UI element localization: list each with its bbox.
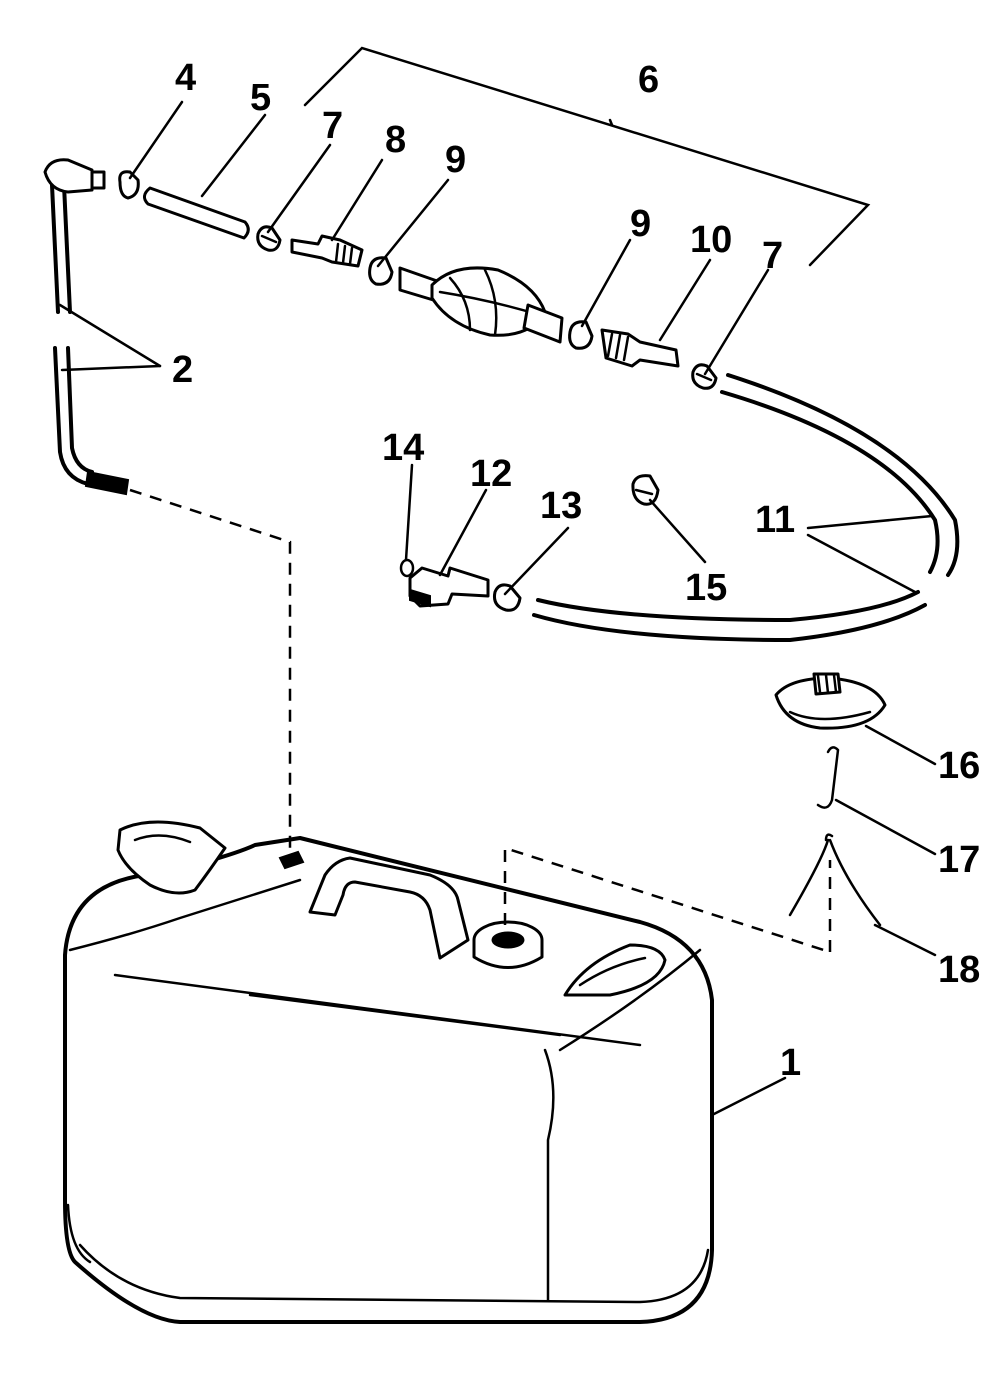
leader-lines bbox=[58, 100, 937, 1117]
callout-14: 14 bbox=[382, 427, 424, 469]
part-5-hose bbox=[143, 186, 250, 240]
callout-9-right: 9 bbox=[630, 203, 651, 245]
callout-1: 1 bbox=[780, 1042, 801, 1084]
part-9-clamp-left bbox=[368, 256, 394, 286]
part-12-connector bbox=[408, 566, 490, 608]
callout-7-left: 7 bbox=[322, 105, 343, 147]
callout-7-right: 7 bbox=[762, 235, 783, 277]
part-1-fuel-tank bbox=[63, 820, 714, 1324]
callout-16: 16 bbox=[938, 745, 980, 787]
callout-9-left: 9 bbox=[445, 139, 466, 181]
part-16-fill-cap bbox=[774, 672, 887, 730]
part-18-retainer bbox=[788, 833, 882, 927]
primer-bulb bbox=[398, 266, 564, 344]
callout-labels: 1 2 4 5 6 7 7 8 9 9 10 11 12 13 14 15 16… bbox=[172, 57, 980, 1084]
part-13-clamp bbox=[493, 583, 522, 612]
part-7-clamp-right bbox=[691, 363, 718, 390]
callout-8: 8 bbox=[385, 119, 406, 161]
part-11-fuel-hose bbox=[532, 373, 960, 642]
part-9-clamp-right bbox=[568, 320, 594, 350]
part-15-cap bbox=[631, 474, 660, 506]
part-7-clamp-left bbox=[256, 225, 282, 252]
callout-2: 2 bbox=[172, 349, 193, 391]
callout-5: 5 bbox=[250, 77, 271, 119]
callout-18: 18 bbox=[938, 949, 980, 991]
callout-11: 11 bbox=[755, 499, 795, 541]
part-14-o-ring bbox=[399, 558, 415, 578]
callout-13: 13 bbox=[540, 485, 582, 527]
part-8-fitting bbox=[290, 234, 364, 268]
callout-6: 6 bbox=[638, 59, 659, 101]
part-17-hook bbox=[816, 746, 840, 809]
callout-4: 4 bbox=[175, 57, 196, 99]
callout-10: 10 bbox=[690, 219, 732, 261]
callout-12: 12 bbox=[470, 453, 512, 495]
part-6-bracket bbox=[303, 46, 871, 267]
assembly-dashed-lines bbox=[129, 488, 832, 954]
part-10-fitting bbox=[600, 328, 680, 368]
part-4-clamp bbox=[118, 170, 140, 200]
callout-17: 17 bbox=[938, 839, 980, 881]
callout-15: 15 bbox=[685, 567, 727, 609]
part-2-pickup-tube bbox=[43, 158, 130, 496]
